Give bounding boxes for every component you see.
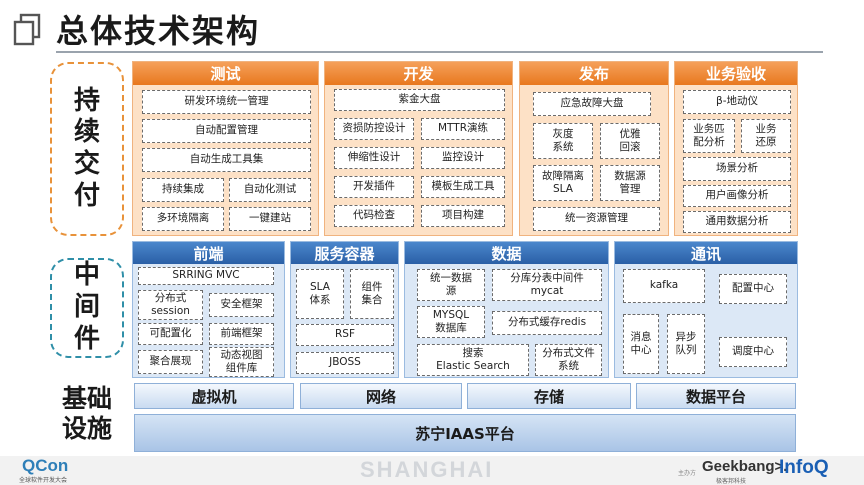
panel-service-container: 服务容器 SLA 体系 组件 集合 RSF JBOSS — [290, 241, 399, 378]
infra-vm: 虚拟机 — [134, 383, 294, 409]
test-item: 自动化测试 — [229, 178, 311, 202]
panel-data: 数据 统一数据 源 分库分表中间件 mycat MYSQL 数据库 分布式缓存r… — [404, 241, 609, 378]
host-label: 主办方 — [678, 470, 697, 477]
geekbang-logo: Geekbang>. — [702, 458, 788, 475]
page-title: 总体技术架构 — [56, 12, 261, 50]
panel-communication: 通讯 kafka 配置中心 消息 中心 异步 队列 调度中心 — [614, 241, 798, 378]
develop-item: 监控设计 — [421, 147, 505, 169]
infra-storage: 存储 — [467, 383, 631, 409]
release-item: 故障隔离 SLA — [533, 165, 593, 201]
acceptance-item: β-地动仪 — [683, 90, 791, 114]
panel-data-header: 数据 — [405, 242, 608, 264]
release-item: 数据源 管理 — [600, 165, 660, 201]
release-item: 应急故障大盘 — [533, 92, 651, 116]
acceptance-item: 业务 还原 — [741, 119, 791, 153]
data-item: 分库分表中间件 mycat — [492, 269, 602, 301]
frontend-item: 聚合展现 — [138, 350, 203, 374]
container-item: RSF — [296, 324, 394, 346]
develop-item: 项目构建 — [421, 205, 505, 227]
comm-item: 调度中心 — [719, 337, 787, 367]
panel-develop: 开发 紫金大盘 资损防控设计 MTTR演练 伸缩性设计 监控设计 开发插件 模板… — [324, 61, 513, 236]
frontend-item: 前端框架 — [209, 323, 274, 345]
row-label-middleware: 中 间 件 — [50, 258, 124, 358]
release-item: 统一资源管理 — [533, 207, 660, 231]
panel-test: 测试 研发环境统一管理 自动配置管理 自动生成工具集 持续集成 自动化测试 多环… — [132, 61, 319, 236]
qcon-subtitle: 全球软件开发大会 — [19, 477, 68, 484]
acceptance-item: 场景分析 — [683, 157, 791, 181]
panel-test-header: 测试 — [133, 62, 318, 85]
panel-release-header: 发布 — [520, 62, 668, 85]
test-item: 研发环境统一管理 — [142, 90, 311, 114]
data-item: 分布式文件 系统 — [535, 344, 602, 376]
frontend-item: 安全框架 — [209, 293, 274, 317]
row-label-continuous-delivery: 持 续 交 付 — [50, 62, 124, 236]
footer-bar: QCon 全球软件开发大会 SHANGHAI 主办方 Geekbang>. 极客… — [0, 456, 864, 485]
release-item: 优雅 回滚 — [600, 123, 660, 159]
iaas-platform: 苏宁IAAS平台 — [134, 414, 796, 452]
release-item: 灰度 系统 — [533, 123, 593, 159]
panel-develop-header: 开发 — [325, 62, 512, 85]
panel-acceptance-header: 业务验收 — [675, 62, 797, 85]
container-item: SLA 体系 — [296, 269, 344, 319]
develop-item: 模板生成工具 — [421, 176, 505, 198]
container-item: 组件 集合 — [350, 269, 394, 319]
geekbang-subtitle: 极客邦科技 — [716, 478, 747, 485]
panel-communication-header: 通讯 — [615, 242, 797, 264]
test-item: 多环境隔离 — [142, 207, 224, 231]
panel-service-container-header: 服务容器 — [291, 242, 398, 264]
develop-item: 开发插件 — [334, 176, 414, 198]
frontend-item: 分布式 session — [138, 290, 203, 320]
panel-release: 发布 应急故障大盘 灰度 系统 优雅 回滚 故障隔离 SLA 数据源 管理 统一… — [519, 61, 669, 236]
develop-item: 伸缩性设计 — [334, 147, 414, 169]
qcon-logo: QCon — [22, 456, 69, 475]
data-item: 分布式缓存redis — [492, 311, 602, 335]
acceptance-item: 业务匹 配分析 — [683, 119, 735, 153]
container-item: JBOSS — [296, 352, 394, 374]
row-label-infrastructure: 基础 设施 — [61, 383, 112, 444]
infra-data-platform: 数据平台 — [636, 383, 796, 409]
acceptance-item: 用户画像分析 — [683, 185, 791, 207]
data-item: 搜索 Elastic Search — [417, 344, 529, 376]
develop-item: 代码检查 — [334, 205, 414, 227]
city-watermark: SHANGHAI — [360, 457, 494, 482]
frontend-item: 动态视图 组件库 — [209, 347, 274, 377]
panel-acceptance: 业务验收 β-地动仪 业务匹 配分析 业务 还原 场景分析 用户画像分析 通用数… — [674, 61, 798, 236]
comm-item: kafka — [623, 269, 705, 303]
comm-item: 配置中心 — [719, 274, 787, 304]
develop-item: 紫金大盘 — [334, 89, 505, 111]
panel-frontend: 前端 SRRING MVC 分布式 session 安全框架 可配置化 前端框架… — [132, 241, 285, 378]
test-item: 自动生成工具集 — [142, 148, 311, 172]
data-item: 统一数据 源 — [417, 269, 485, 301]
comm-item: 异步 队列 — [667, 314, 705, 374]
frontend-item: 可配置化 — [138, 323, 203, 345]
title-divider — [56, 51, 823, 53]
test-item: 一键建站 — [229, 207, 311, 231]
test-item: 持续集成 — [142, 178, 224, 202]
acceptance-item: 通用数据分析 — [683, 211, 791, 233]
frontend-item: SRRING MVC — [138, 267, 274, 285]
develop-item: MTTR演练 — [421, 118, 505, 140]
copy-icon — [13, 13, 41, 46]
test-item: 自动配置管理 — [142, 119, 311, 143]
panel-frontend-header: 前端 — [133, 242, 284, 264]
data-item: MYSQL 数据库 — [417, 306, 485, 338]
infra-network: 网络 — [300, 383, 462, 409]
develop-item: 资损防控设计 — [334, 118, 414, 140]
comm-item: 消息 中心 — [623, 314, 659, 374]
infoq-logo: InfoQ — [779, 457, 829, 478]
